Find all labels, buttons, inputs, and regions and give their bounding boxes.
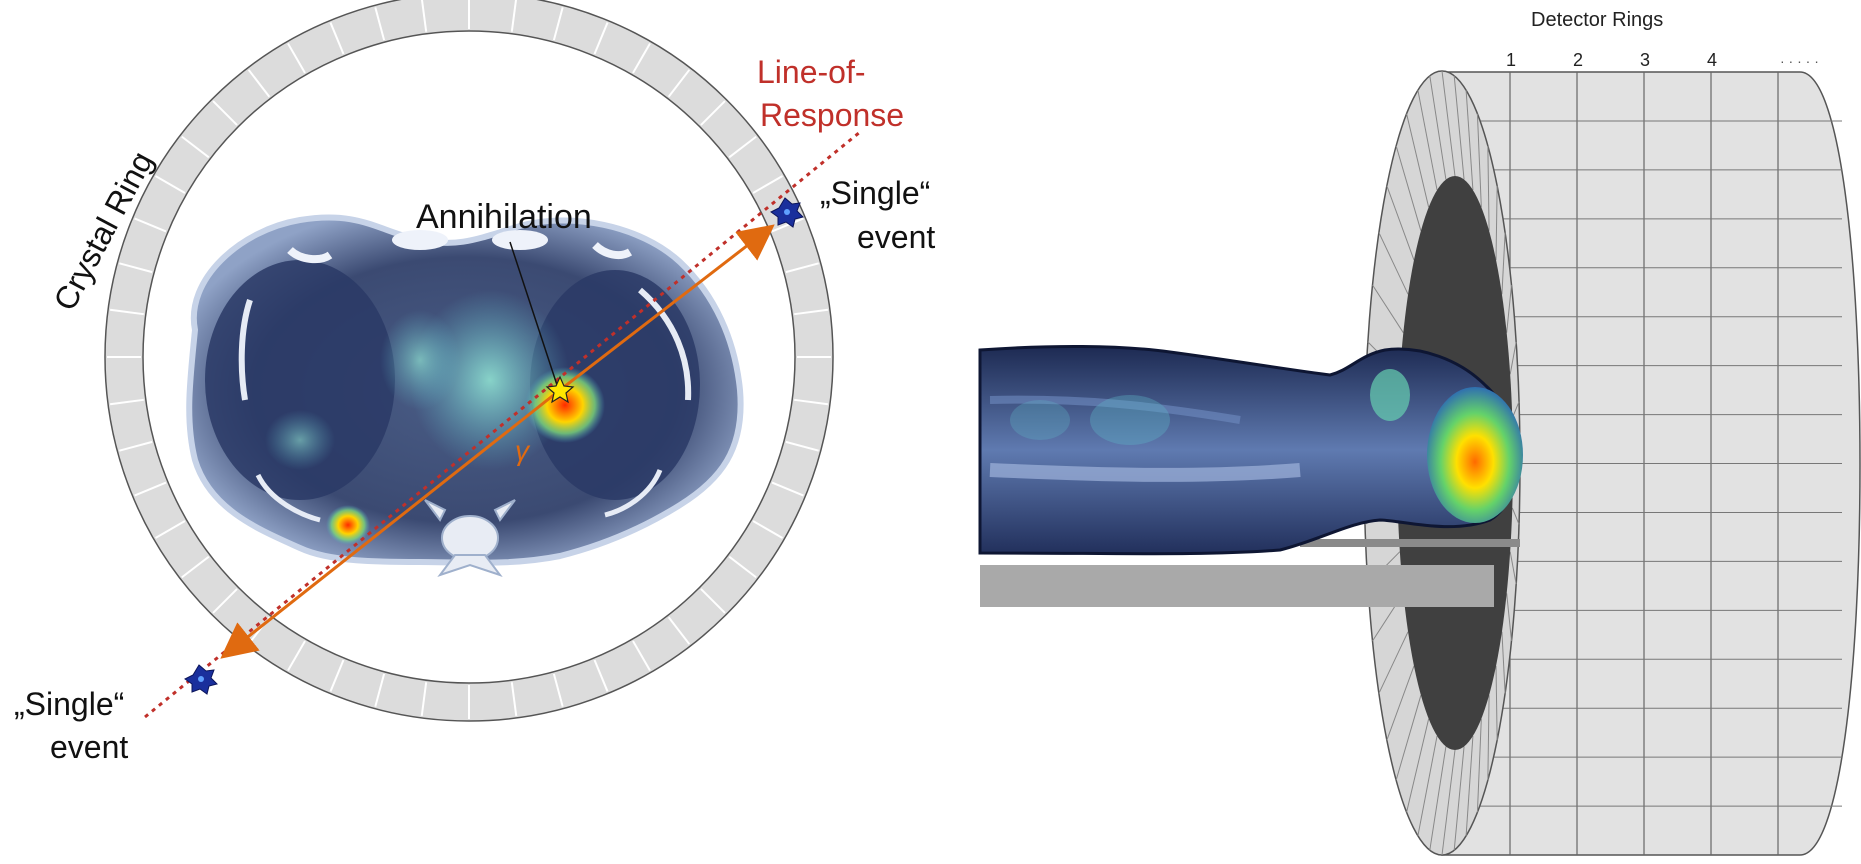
gamma-symbol: γ bbox=[515, 435, 531, 466]
lor-label-line1: Line-of- bbox=[757, 54, 866, 90]
left-panel: Crystal Ring Annihilation γ Line-of- Res… bbox=[14, 0, 935, 765]
detector-hit-left-icon bbox=[185, 665, 217, 694]
ring-number-3: 3 bbox=[1640, 50, 1650, 70]
chest-ct-slice bbox=[189, 217, 740, 575]
ring-number-4: 4 bbox=[1707, 50, 1717, 70]
patient-table bbox=[980, 565, 1494, 607]
annihilation-label: Annihilation bbox=[416, 198, 592, 236]
lor-label-line2: Response bbox=[760, 97, 904, 133]
detector-rings-title: Detector Rings bbox=[1531, 9, 1663, 31]
single-event-right-line1: „Single“ bbox=[820, 175, 930, 211]
head-pet-uptake bbox=[1427, 387, 1523, 523]
single-event-right-line2: event bbox=[857, 219, 935, 255]
ring-number-2: 2 bbox=[1573, 50, 1583, 70]
right-panel: Detector Rings 1 2 3 4 · · · · · bbox=[980, 9, 1860, 855]
single-event-left-line1: „Single“ bbox=[14, 686, 124, 722]
ring-number-1: 1 bbox=[1506, 50, 1516, 70]
ring-ellipsis: · · · · · bbox=[1780, 53, 1819, 69]
patient-sagittal-scan bbox=[980, 346, 1523, 553]
single-event-left-line2: event bbox=[50, 729, 128, 765]
